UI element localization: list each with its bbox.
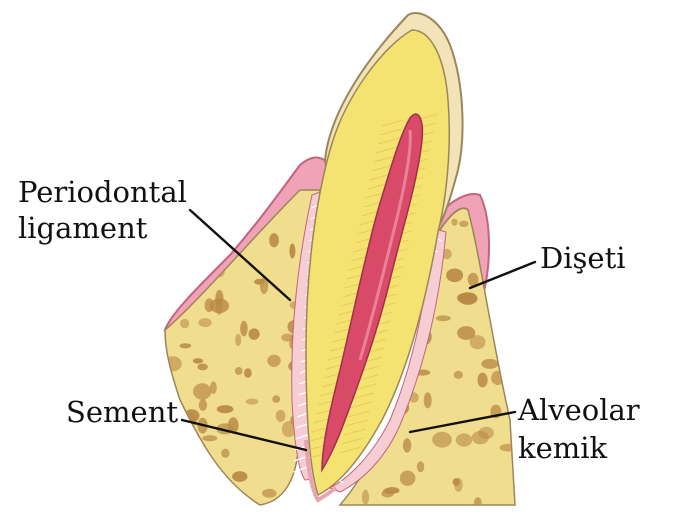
label-alveolar-kemik-line2: kemik <box>518 432 607 464</box>
bone-spot <box>432 432 452 448</box>
bone-spot <box>457 326 475 340</box>
bone-spot <box>234 211 244 222</box>
bone-spot <box>478 373 488 388</box>
bone-spot <box>417 461 424 472</box>
bone-spot <box>512 220 518 228</box>
label-sement: Sement <box>66 396 178 428</box>
bone-spot <box>382 490 394 497</box>
bone-spot <box>276 410 286 422</box>
label-periodontal-ligament-line1: Periodontal <box>18 176 187 208</box>
bone-spot <box>199 318 212 327</box>
bone-spot <box>236 207 247 214</box>
bone-spot <box>232 218 250 230</box>
bone-spot <box>362 490 369 505</box>
bone-spot <box>509 288 516 302</box>
bone-spot <box>222 217 242 229</box>
bone-spot <box>210 381 217 394</box>
bone-spot <box>262 489 277 498</box>
label-periodontal-ligament-line2: ligament <box>18 212 147 244</box>
bone-spot <box>240 321 248 337</box>
bone-spot <box>246 399 259 405</box>
bone-spot <box>235 367 243 375</box>
bone-spot <box>177 235 188 251</box>
bone-spot <box>481 359 498 369</box>
bone-spot <box>197 364 208 371</box>
bone-spot <box>177 217 186 226</box>
bone-spot <box>451 219 457 226</box>
bone-spot <box>400 471 416 486</box>
bone-spot <box>232 471 247 482</box>
bone-spot <box>272 395 280 403</box>
bone-spot <box>221 449 229 458</box>
bone-spot <box>497 300 515 313</box>
bone-spot <box>289 244 295 259</box>
bone-spot <box>186 197 201 203</box>
bone-spot <box>500 444 519 452</box>
bone-spot <box>500 243 511 249</box>
bone-spot <box>456 433 472 446</box>
bone-spot <box>210 298 230 313</box>
label-alveolar-kemik-line1: Alveolar <box>518 394 640 426</box>
bone-spot <box>180 319 189 329</box>
bone-spot <box>497 262 506 273</box>
label-diseti: Dişeti <box>540 242 626 274</box>
bone-spot <box>446 269 463 283</box>
bone-spot <box>217 405 233 413</box>
bone-spot <box>198 451 206 456</box>
bone-spot <box>454 371 463 379</box>
bone-spot <box>176 287 188 300</box>
bone-spot <box>242 203 253 212</box>
bone-spot <box>202 435 217 441</box>
bone-spot <box>508 215 515 228</box>
bone-spot <box>199 399 207 411</box>
bone-spot <box>424 392 432 408</box>
bone-spot <box>474 497 482 508</box>
bone-spot <box>436 315 451 321</box>
bone-spot <box>177 208 189 221</box>
bone-spot <box>164 356 182 371</box>
bone-spot <box>267 355 280 367</box>
bone-spot <box>249 328 260 339</box>
bone-spot <box>178 438 197 446</box>
bone-spot <box>457 293 477 304</box>
bone-spot <box>269 233 279 247</box>
bone-spot <box>494 221 512 238</box>
bone-spot <box>228 487 237 497</box>
bone-spot <box>179 343 191 348</box>
bone-spot <box>239 213 251 220</box>
bone-spot <box>193 358 203 363</box>
bone-spot <box>454 478 463 492</box>
bone-spot <box>403 438 411 453</box>
bone-spot <box>472 431 489 444</box>
bone-spot <box>235 334 241 346</box>
bone-spot <box>459 221 468 227</box>
bone-spot <box>244 368 252 378</box>
bone-spot <box>507 394 516 402</box>
bone-spot <box>193 383 211 399</box>
bone-spot <box>254 279 265 285</box>
